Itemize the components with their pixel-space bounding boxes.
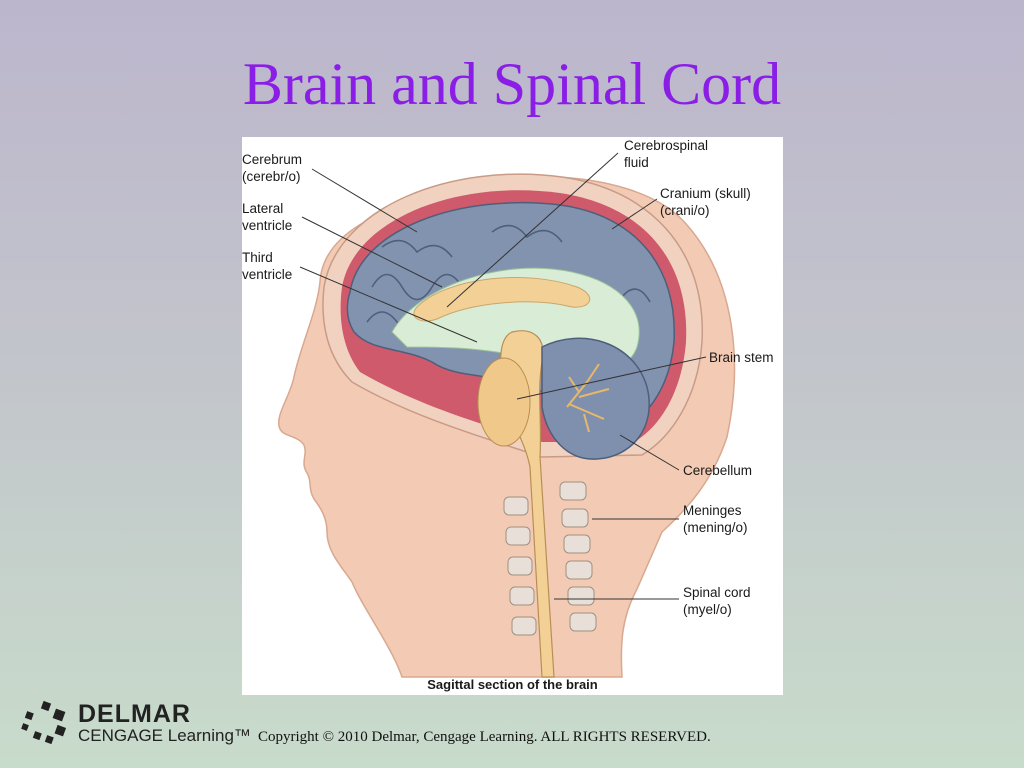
delmar-wordmark: DELMAR xyxy=(78,700,191,728)
sagittal-section-illustration xyxy=(277,152,736,678)
pons-shape xyxy=(477,357,531,447)
figure-caption: Sagittal section of the brain xyxy=(427,677,598,692)
lateral-ventricle-shape xyxy=(413,276,590,322)
copyright-notice: Copyright © 2010 Delmar, Cengage Learnin… xyxy=(258,729,711,745)
cengage-learning-wordmark: CENGAGE Learning™ xyxy=(78,726,251,745)
label-meninges: Meninges(mening/o) xyxy=(683,503,748,535)
vertebrae xyxy=(503,481,597,636)
delmar-logo-icon xyxy=(21,700,67,745)
leader-lines xyxy=(299,152,707,600)
label-cerebrum: Cerebrum(cerebr/o) xyxy=(242,152,303,184)
label-spinal-cord: Spinal cord(myel/o) xyxy=(683,585,751,617)
arbor-vitae xyxy=(566,363,610,433)
label-cerebellum: Cerebellum xyxy=(683,463,753,478)
cerebellum-shape xyxy=(541,337,650,460)
label-brain-stem: Brain stem xyxy=(709,350,774,365)
delmar-logo: DELMAR CENGAGE Learning™ xyxy=(20,700,260,750)
label-cranium: Cranium (skull)(crani/o) xyxy=(660,186,751,218)
page-title: Brain and Spinal Cord xyxy=(242,51,782,117)
